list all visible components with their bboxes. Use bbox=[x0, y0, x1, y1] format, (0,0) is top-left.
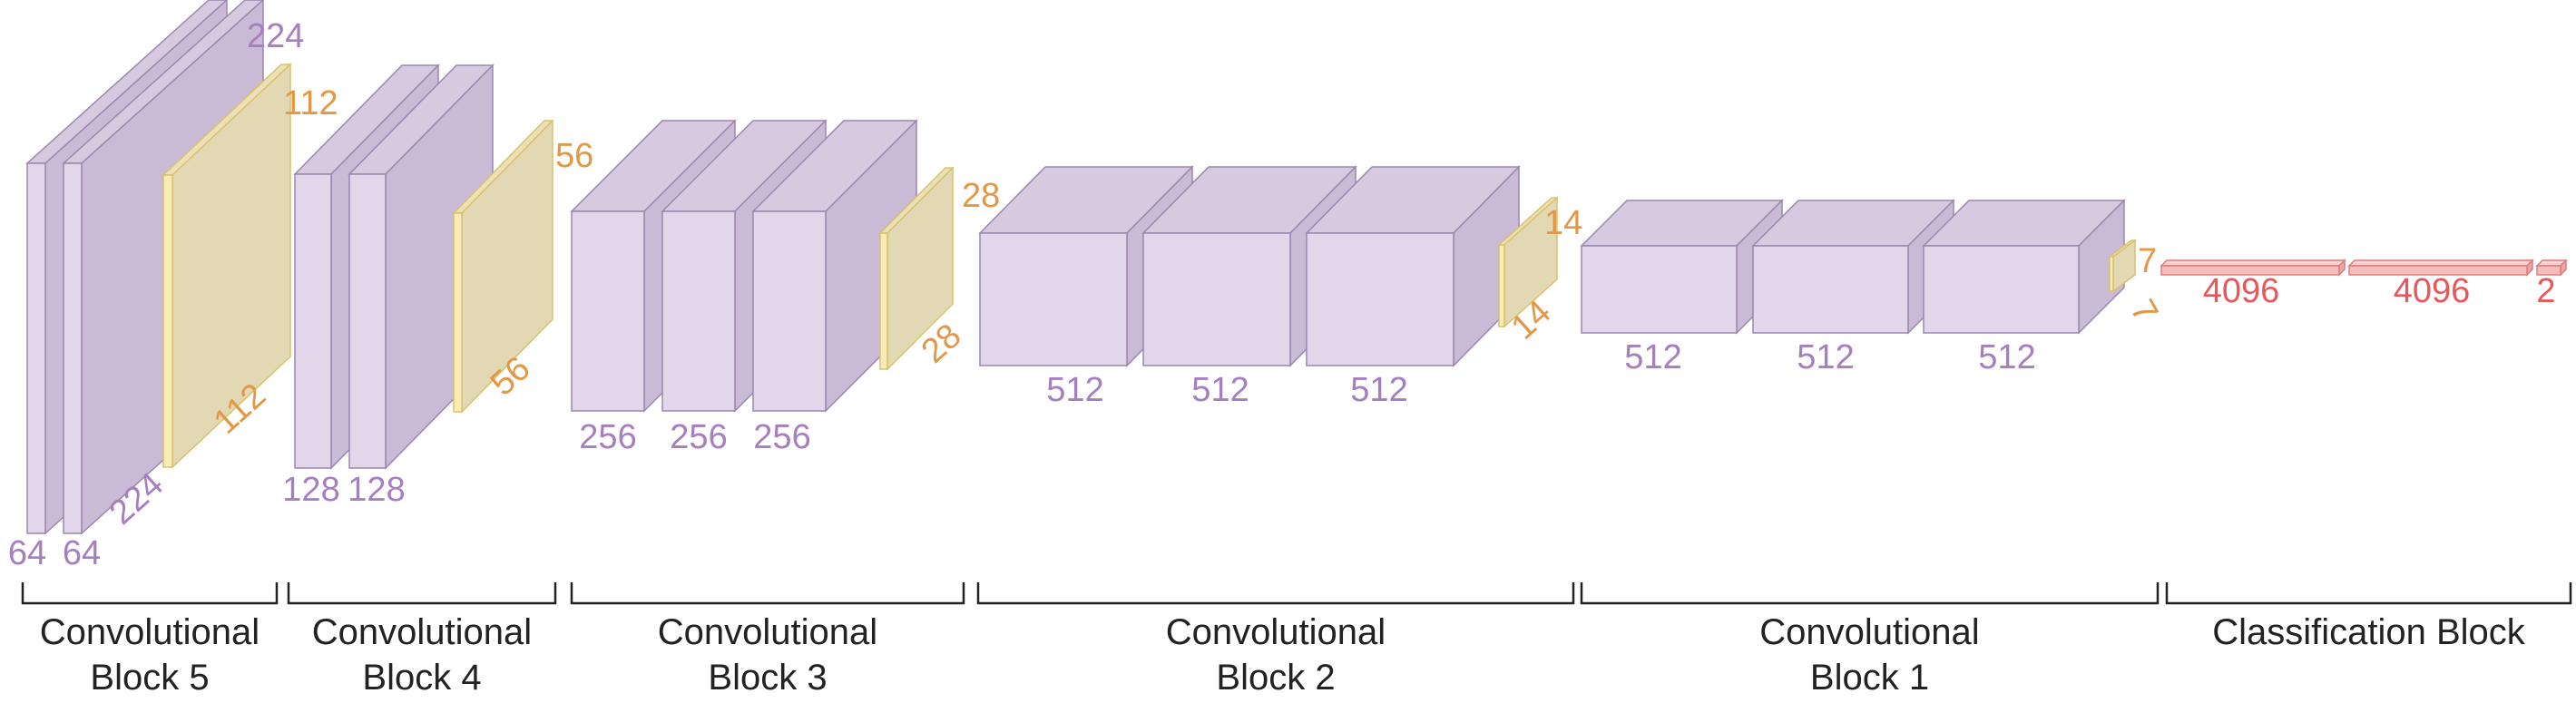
layer-front-face bbox=[1923, 245, 2080, 334]
spatial-size-label: 224 bbox=[247, 17, 304, 55]
channels-label: 64 bbox=[8, 534, 46, 572]
layer-front-face bbox=[1306, 232, 1455, 366]
layer-front-face bbox=[294, 173, 332, 469]
units-label: 2 bbox=[2536, 272, 2555, 310]
channels-label: 512 bbox=[1191, 371, 1249, 409]
layer-front-face bbox=[162, 174, 173, 468]
layer-front-face bbox=[348, 173, 387, 469]
block-bracket bbox=[2165, 582, 2572, 605]
spatial-size-label: 14 bbox=[1544, 204, 1582, 242]
channels-label: 512 bbox=[1624, 338, 1681, 376]
layer-front-face bbox=[453, 212, 463, 413]
layer-shapes bbox=[25, 0, 2568, 535]
channels-label: 512 bbox=[1797, 338, 1854, 376]
block-caption-line1: Classification Block bbox=[2212, 612, 2526, 652]
block-caption-line2: Block 5 bbox=[90, 658, 209, 698]
fc-layer-20 bbox=[2347, 259, 2534, 277]
pool-layer-10 bbox=[878, 166, 955, 371]
block-caption-line1: Convolutional bbox=[658, 612, 877, 652]
pool-layer-18 bbox=[2107, 239, 2138, 293]
fc-layer-19 bbox=[2160, 259, 2346, 277]
block-caption-line2: Block 4 bbox=[362, 658, 481, 698]
layer-front-face bbox=[2536, 265, 2561, 276]
layer-front-face bbox=[2348, 265, 2528, 276]
layer-front-face bbox=[1498, 244, 1505, 327]
block-bracket bbox=[287, 582, 557, 605]
block-caption-line2: Block 2 bbox=[1216, 658, 1335, 698]
block-caption-line2: Block 3 bbox=[708, 658, 827, 698]
channels-label: 128 bbox=[282, 471, 339, 509]
channels-label: 512 bbox=[1350, 371, 1407, 409]
spatial-size-label: 7 bbox=[2138, 242, 2157, 280]
layer-top-face bbox=[2347, 259, 2534, 267]
spatial-size-label: 7 bbox=[2122, 294, 2165, 329]
block-caption-line1: Convolutional bbox=[312, 612, 532, 652]
channels-label: 256 bbox=[579, 418, 636, 456]
layer-front-face bbox=[26, 162, 46, 534]
channels-label: 256 bbox=[670, 418, 727, 456]
layer-front-face bbox=[879, 232, 888, 370]
layer-front-face bbox=[979, 232, 1128, 366]
spatial-size-label: 56 bbox=[555, 137, 593, 175]
spatial-size-label: 28 bbox=[962, 177, 1000, 215]
channels-label: 512 bbox=[1978, 338, 2035, 376]
fc-layer-21 bbox=[2535, 259, 2568, 277]
channels-label: 256 bbox=[753, 418, 810, 456]
pool-layer-3 bbox=[162, 63, 292, 469]
layer-front-face bbox=[752, 210, 827, 412]
channels-label: 64 bbox=[63, 534, 101, 572]
layer-front-face bbox=[1581, 245, 1738, 334]
layer-front-face bbox=[63, 162, 83, 534]
block-bracket bbox=[570, 582, 965, 605]
units-label: 4096 bbox=[2203, 272, 2280, 310]
block-caption-line1: Convolutional bbox=[1759, 612, 1979, 652]
block-bracket bbox=[1580, 582, 2160, 605]
pool-layer-6 bbox=[452, 119, 554, 414]
layer-front-face bbox=[1142, 232, 1291, 366]
block-caption-line1: Convolutional bbox=[40, 612, 260, 652]
conv-layer-17 bbox=[1922, 199, 2126, 335]
pool-layer-14 bbox=[1497, 196, 1559, 328]
conv-layer-15 bbox=[1580, 199, 1784, 335]
channels-label: 512 bbox=[1046, 371, 1103, 409]
layer-front-face bbox=[2160, 265, 2340, 276]
spatial-size-label: 112 bbox=[283, 84, 338, 122]
block-6: Classification Block bbox=[2165, 582, 2572, 652]
layer-top-face bbox=[2160, 259, 2346, 267]
layer-front-face bbox=[2109, 256, 2114, 292]
units-label: 4096 bbox=[2394, 272, 2471, 310]
layer-front-face bbox=[571, 210, 645, 412]
block-bracket bbox=[21, 582, 279, 605]
channels-label: 128 bbox=[348, 471, 405, 509]
block-caption-line2: Block 1 bbox=[1810, 658, 1929, 698]
layer-front-face bbox=[1752, 245, 1909, 334]
block-caption-line1: Convolutional bbox=[1166, 612, 1386, 652]
block-bracket bbox=[976, 582, 1575, 605]
layer-front-face bbox=[661, 210, 736, 412]
